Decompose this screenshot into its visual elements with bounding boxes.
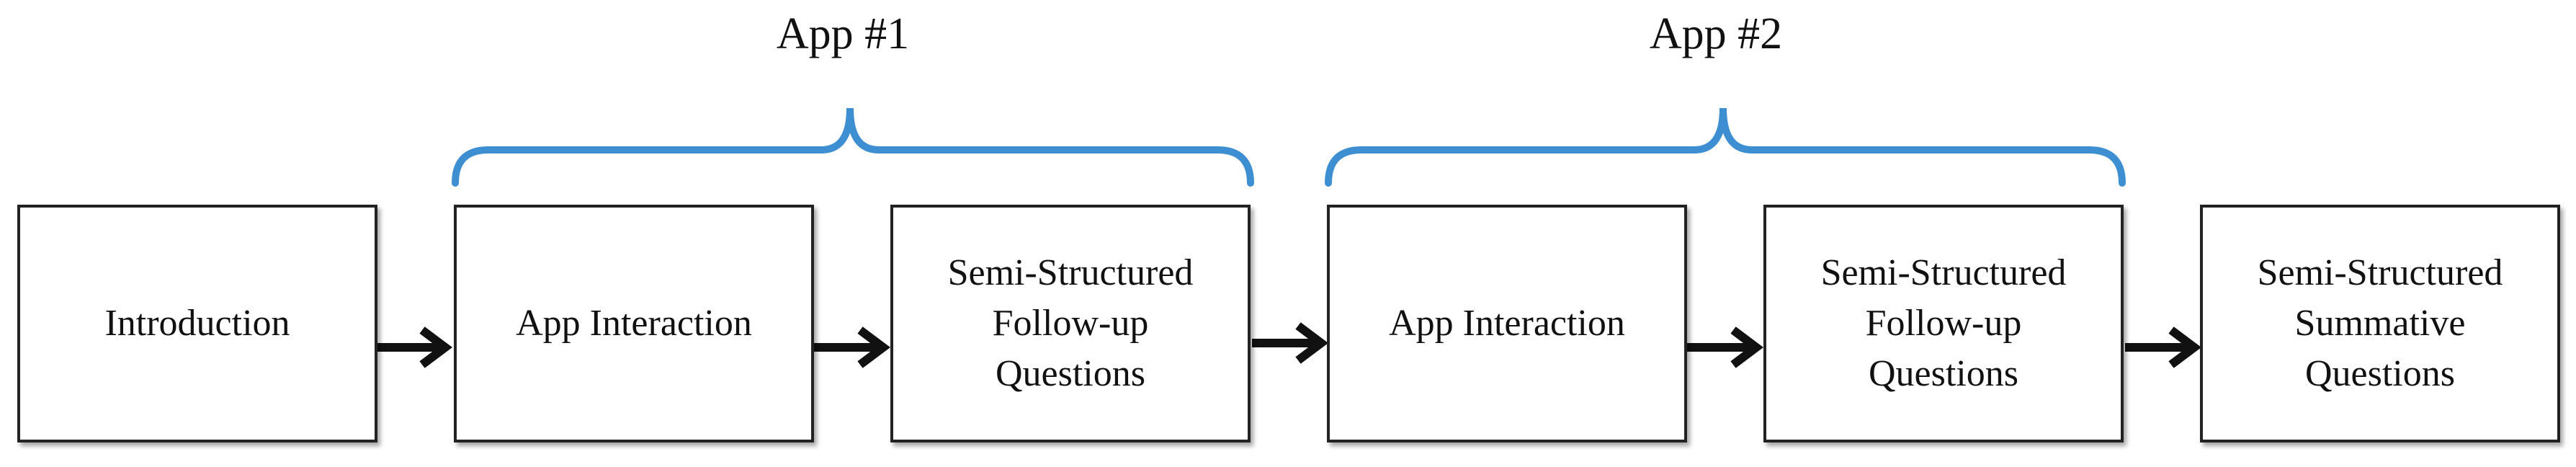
app-2-bracket: [1325, 107, 2126, 187]
step-app-2-interaction-label: App Interaction: [1389, 303, 1625, 344]
step-introduction-label: Introduction: [104, 303, 290, 344]
arrow-5: [2125, 326, 2201, 368]
step-app-2-interaction: App Interaction: [1327, 205, 1687, 442]
arrow-1: [376, 326, 452, 368]
group-label-app-1: App #1: [776, 9, 910, 58]
step-summative-label: Semi-Structured Summative Questions: [2257, 252, 2503, 394]
arrow-4: [1687, 326, 1763, 368]
step-app-1-interaction: App Interaction: [454, 205, 814, 442]
arrow-2: [814, 326, 890, 368]
step-introduction: Introduction: [17, 205, 377, 442]
step-app-1-interaction-label: App Interaction: [516, 303, 752, 344]
app-1-bracket: [452, 107, 1254, 187]
group-label-app-2: App #2: [1649, 9, 1783, 58]
step-app-1-follow-up-label: Semi-Structured Follow-up Questions: [947, 252, 1194, 394]
step-summative: Semi-Structured Summative Questions: [2200, 205, 2560, 442]
step-app-1-follow-up: Semi-Structured Follow-up Questions: [890, 205, 1251, 442]
arrow-3: [1252, 322, 1328, 364]
step-app-2-follow-up-label: Semi-Structured Follow-up Questions: [1820, 252, 2067, 394]
step-app-2-follow-up: Semi-Structured Follow-up Questions: [1763, 205, 2124, 442]
